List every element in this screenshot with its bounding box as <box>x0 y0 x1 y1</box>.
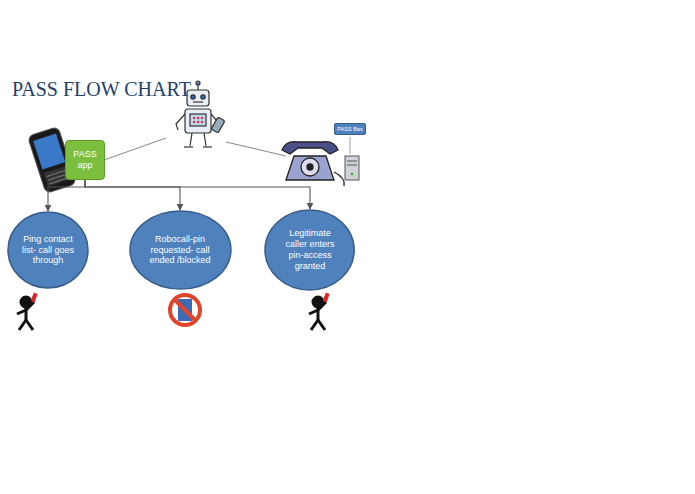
stick-figure <box>309 293 330 330</box>
telephone-icon <box>282 142 344 186</box>
stick-figure <box>17 293 38 330</box>
app-box: PASS app <box>65 140 105 180</box>
base-box: PASS Bas <box>334 123 365 135</box>
link-line <box>226 142 286 156</box>
outcome-circle: Robocall-pin requested- call ended /bloc… <box>129 210 232 290</box>
node-label: Legitimate caller enters pin-access gran… <box>279 228 341 271</box>
leader-line <box>350 137 351 154</box>
node-label: PASS Bas <box>337 126 362 133</box>
node-label: Ping contact list- call goes through <box>21 234 75 266</box>
chart-title: PASS FLOW CHART <box>12 78 191 101</box>
outcome-circle: Ping contact list- call goes through <box>7 211 89 289</box>
flow-arrow <box>85 180 310 209</box>
blocked-symbol <box>170 295 200 325</box>
outcome-circle: Legitimate caller enters pin-access gran… <box>264 209 355 291</box>
flow-arrow <box>48 180 85 211</box>
flow-arrow <box>85 180 180 210</box>
ellipse-shape <box>8 212 88 288</box>
node-label: PASS app <box>68 149 102 171</box>
node-label: Robocall-pin requested- call ended /bloc… <box>145 234 215 266</box>
computer-icon <box>345 156 359 180</box>
ellipse-shape <box>130 211 231 289</box>
ellipse-shape <box>265 210 354 290</box>
link-line <box>104 138 166 160</box>
